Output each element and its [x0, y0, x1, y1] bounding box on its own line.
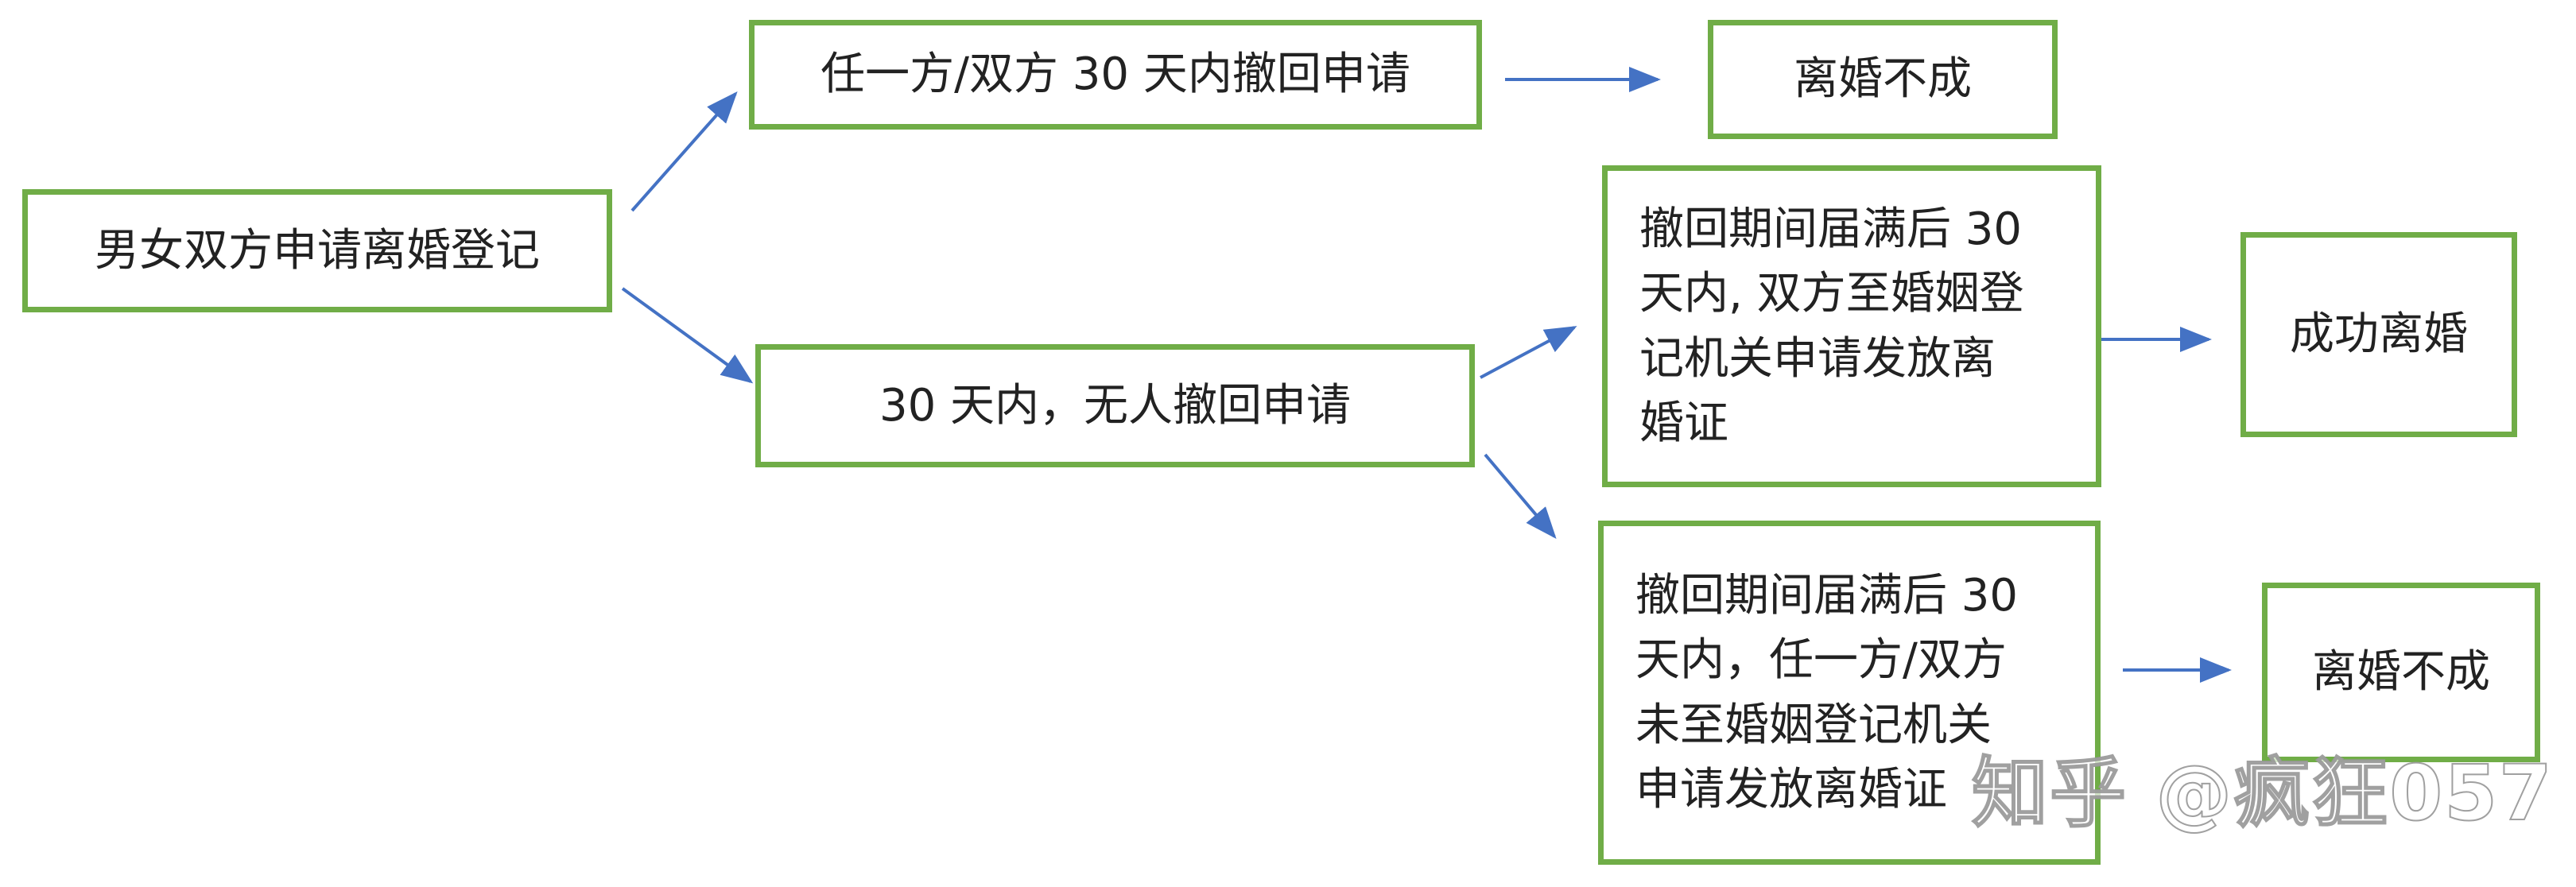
node-withdraw-label: 任一方/双方 30 天内撤回申请: [821, 48, 1410, 101]
node-not-apply: 撤回期间届满后 30 天内，任一方/双方 未至婚姻登记机关 申请发放离婚证: [1598, 521, 2101, 865]
node-no-withdraw-label: 30 天内，无人撤回申请: [879, 379, 1352, 432]
node-apply-cert: 撤回期间届满后 30 天内, 双方至婚姻登 记机关申请发放离 婚证: [1602, 165, 2101, 487]
node-withdraw: 任一方/双方 30 天内撤回申请: [749, 20, 1482, 130]
arrow-start-to-no-withdraw: [621, 287, 754, 384]
node-fail-top: 离婚不成: [1708, 20, 2058, 139]
arrow-no-withdraw-to-not-apply: [1484, 453, 1557, 540]
arrow-no-withdraw-to-apply: [1480, 326, 1577, 379]
node-success-label: 成功离婚: [2290, 308, 2468, 361]
node-fail-bottom: 离婚不成: [2262, 583, 2540, 762]
node-start: 男女双方申请离婚登记: [22, 189, 612, 312]
node-success: 成功离婚: [2240, 232, 2517, 437]
node-not-apply-label: 撤回期间届满后 30 天内，任一方/双方 未至婚姻登记机关 申请发放离婚证: [1635, 570, 2019, 815]
arrow-start-to-withdraw: [630, 91, 738, 212]
node-fail-bottom-label: 离婚不成: [2312, 646, 2490, 699]
node-apply-cert-label: 撤回期间届满后 30 天内, 双方至婚姻登 记机关申请发放离 婚证: [1639, 203, 2024, 449]
node-no-withdraw: 30 天内，无人撤回申请: [755, 344, 1475, 467]
node-fail-top-label: 离婚不成: [1794, 53, 1972, 106]
zhihu-watermark: 知乎 @疯狂057: [1971, 748, 2554, 839]
node-start-label: 男女双方申请离婚登记: [95, 224, 540, 277]
